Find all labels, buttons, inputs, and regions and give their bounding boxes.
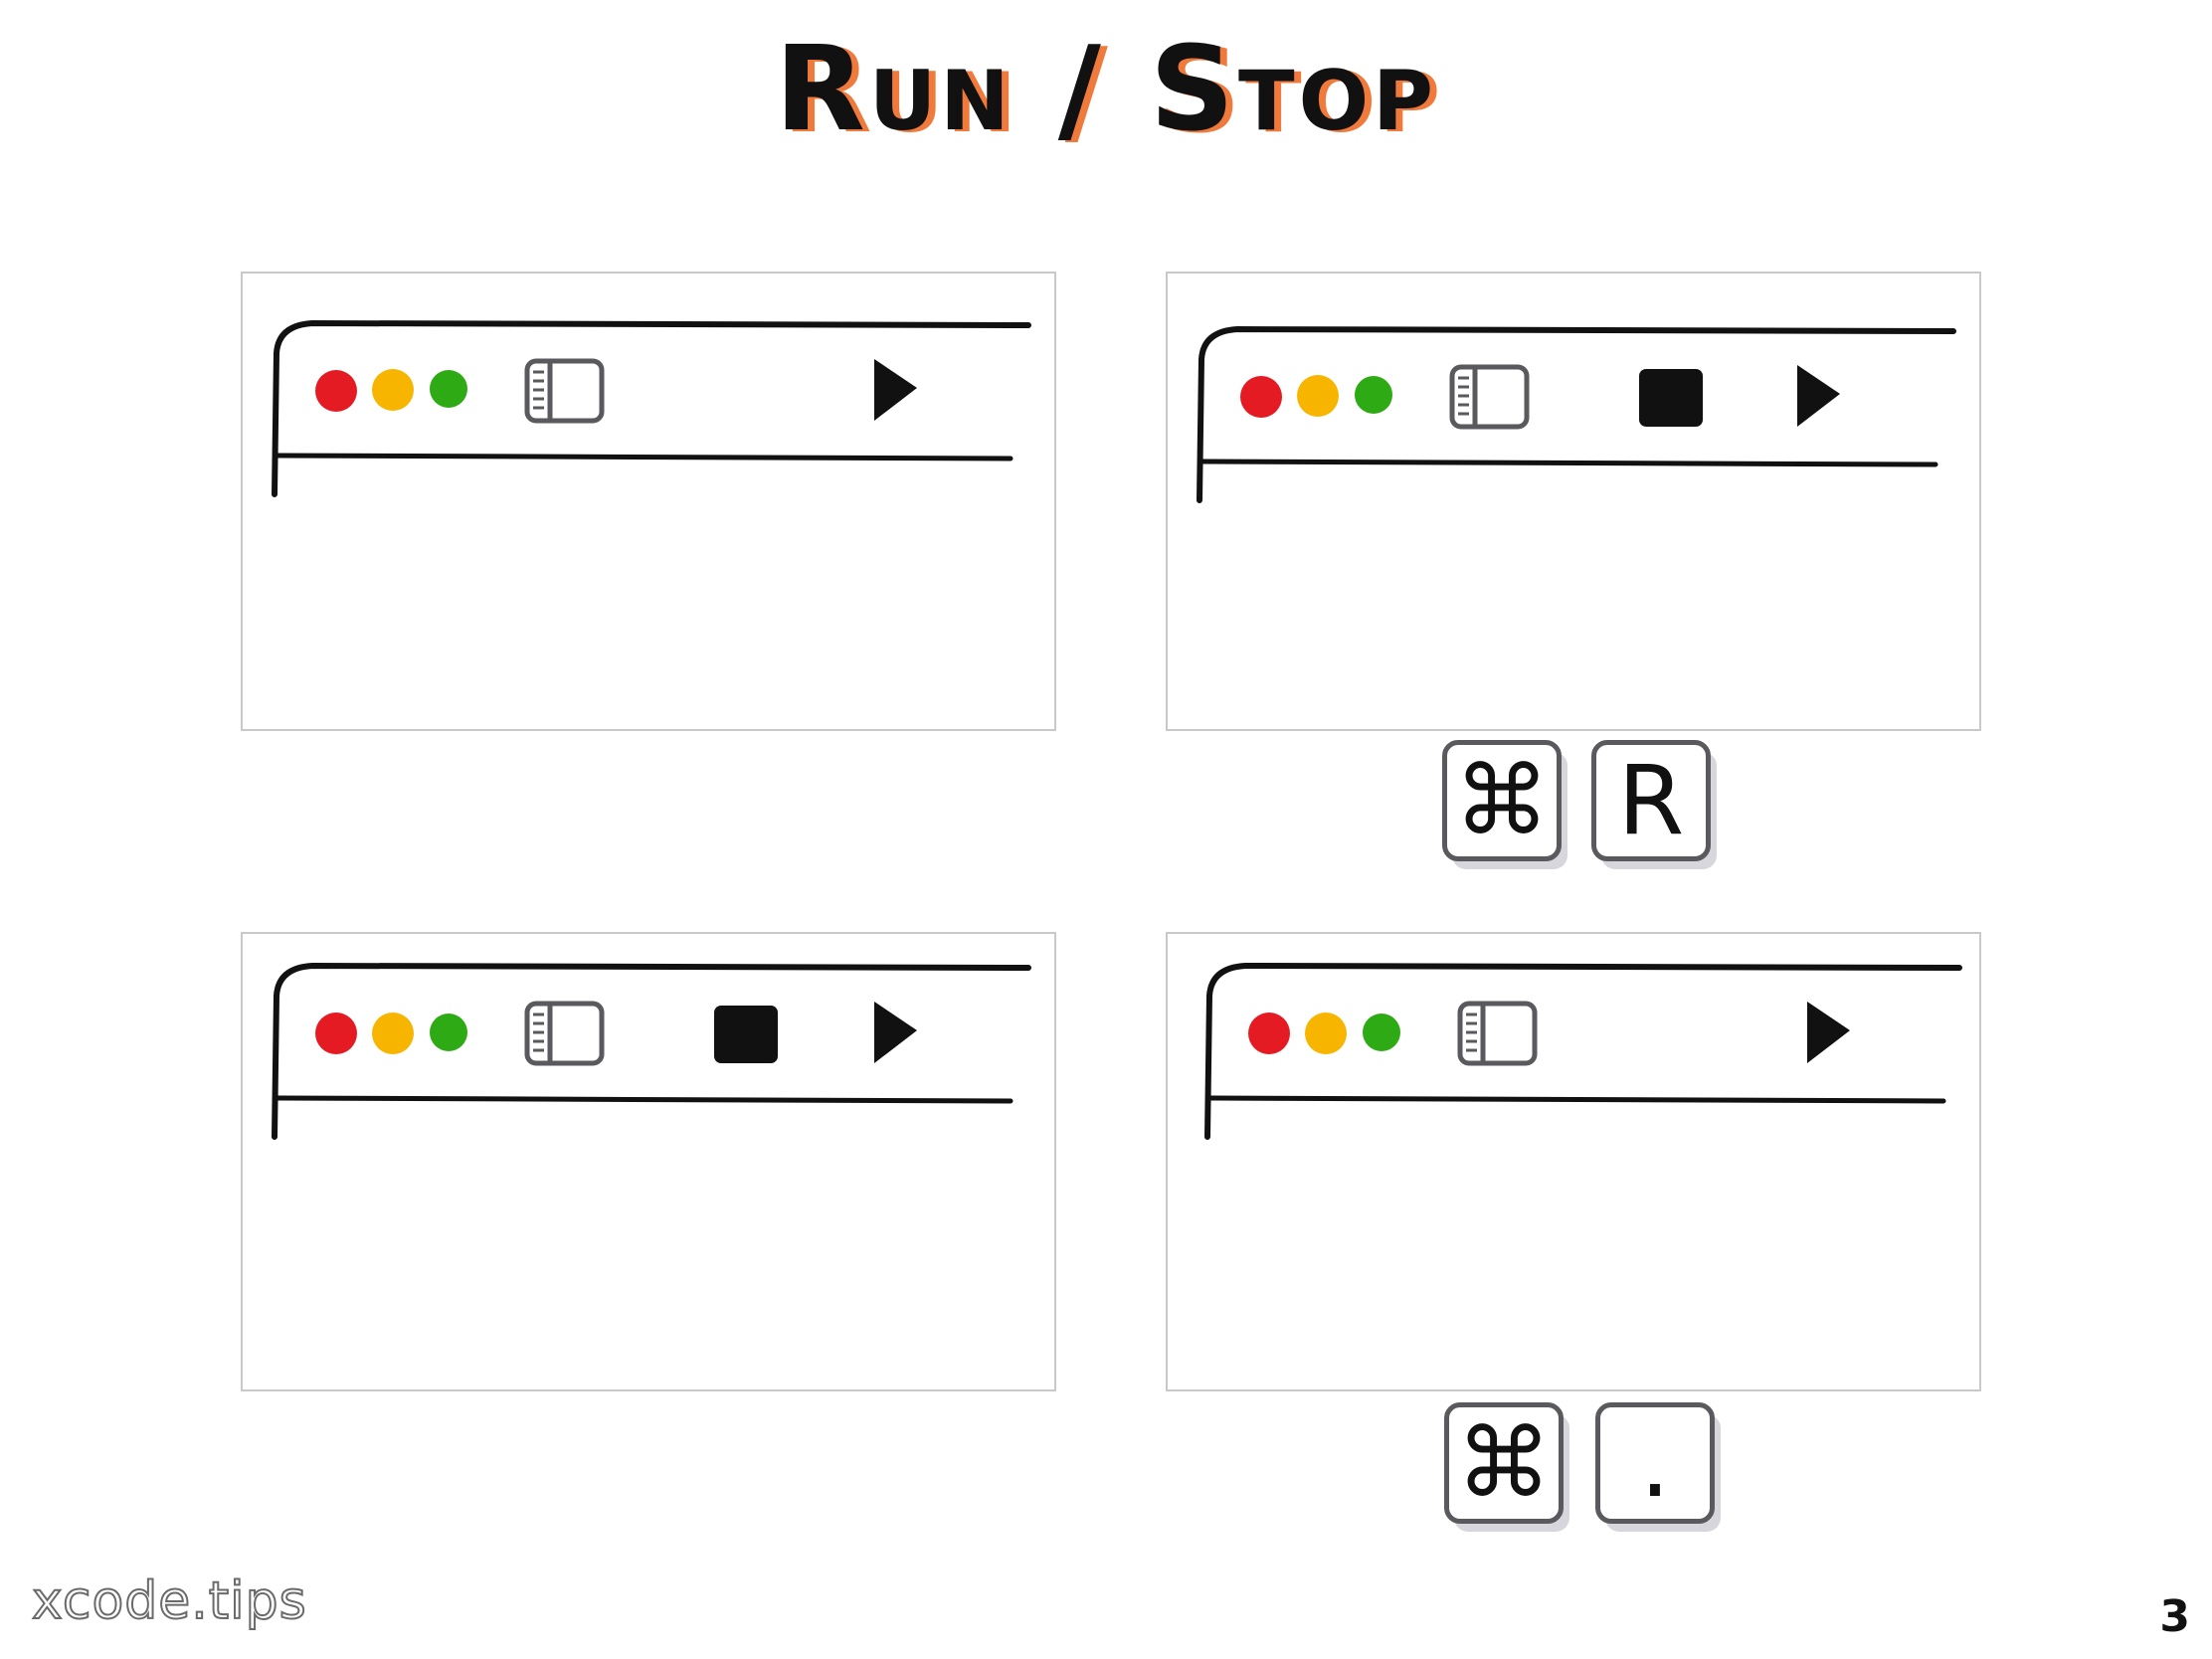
sidebar-toggle-icon[interactable]	[524, 358, 605, 424]
window-toolbar	[1197, 325, 1956, 503]
sidebar-toggle-icon[interactable]	[524, 1001, 605, 1066]
minimize-window-icon[interactable]	[1297, 375, 1339, 417]
sidebar-toggle-icon[interactable]	[1457, 1001, 1538, 1066]
window-toolbar	[1204, 962, 1962, 1140]
window-toolbar	[272, 962, 1031, 1140]
xcode-window-running	[241, 932, 1056, 1391]
page-title: Run / Stop	[775, 20, 1437, 157]
run-icon[interactable]	[1807, 1002, 1850, 1063]
page-number: 3	[2159, 1591, 2190, 1642]
window-toolbar	[272, 319, 1031, 497]
close-window-icon[interactable]	[315, 370, 357, 412]
stop-icon[interactable]	[714, 1006, 778, 1063]
run-shortcut: ⌘ R	[1442, 740, 1721, 879]
minimize-window-icon[interactable]	[1305, 1013, 1347, 1054]
minimize-window-icon[interactable]	[372, 369, 414, 411]
zoom-window-icon[interactable]	[1355, 376, 1392, 414]
run-icon[interactable]	[874, 1002, 917, 1063]
stop-shortcut: ⌘ .	[1444, 1402, 1723, 1542]
run-icon[interactable]	[874, 359, 917, 421]
minimize-window-icon[interactable]	[372, 1013, 414, 1054]
r-key: R	[1591, 740, 1711, 861]
sidebar-toggle-icon[interactable]	[1449, 364, 1530, 430]
xcode-window-idle	[241, 272, 1056, 731]
xcode-window-running	[1166, 272, 1981, 731]
zoom-window-icon[interactable]	[1363, 1014, 1400, 1051]
command-key: ⌘	[1442, 740, 1562, 861]
close-window-icon[interactable]	[315, 1013, 357, 1054]
zoom-window-icon[interactable]	[430, 370, 467, 408]
zoom-window-icon[interactable]	[430, 1014, 467, 1051]
run-icon[interactable]	[1797, 365, 1840, 427]
command-key: ⌘	[1444, 1402, 1564, 1524]
xcode-window-stopped	[1166, 932, 1981, 1391]
stop-icon[interactable]	[1639, 369, 1703, 427]
period-key: .	[1595, 1402, 1715, 1524]
brand-logo: xcode.tips	[31, 1570, 307, 1632]
close-window-icon[interactable]	[1248, 1013, 1290, 1054]
close-window-icon[interactable]	[1240, 376, 1282, 418]
